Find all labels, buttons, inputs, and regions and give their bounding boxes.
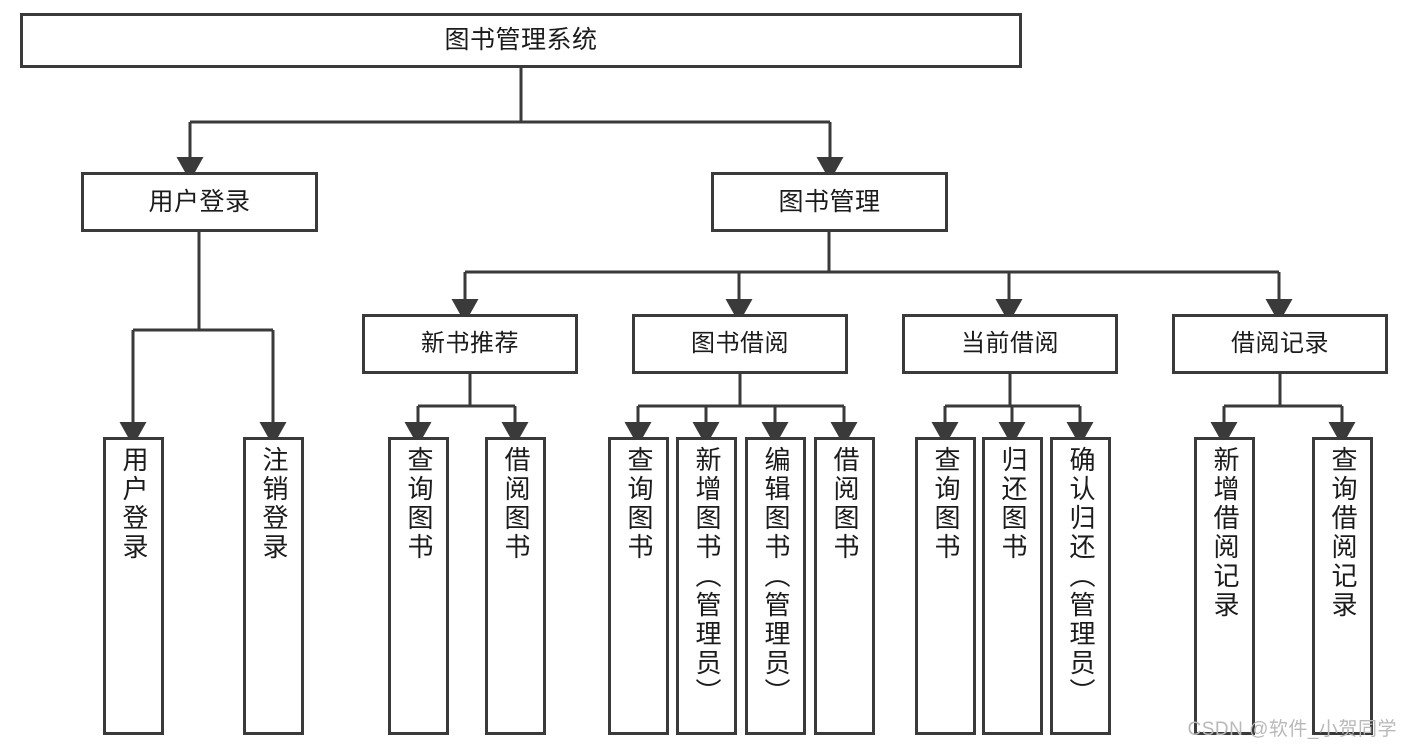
leaf-current-return-book-label: 归还图书 [998,446,1029,562]
leaf-new-book-query-label: 查询图书 [404,446,435,562]
node-borrow-record-label: 借阅记录 [1231,330,1329,358]
leaf-new-book-query[interactable]: 查询图书 [388,437,449,735]
leaf-borrow-edit-book[interactable]: 编辑图书（管理员） [745,437,806,735]
leaf-current-return-book[interactable]: 归还图书 [982,437,1043,735]
leaf-new-book-borrow[interactable]: 借阅图书 [485,437,546,735]
leaf-record-query-label: 查询借阅记录 [1328,446,1359,620]
leaf-borrow-borrow-book-label: 借阅图书 [830,446,861,562]
node-root-system[interactable]: 图书管理系统 [20,13,1022,68]
node-book-borrow[interactable]: 图书借阅 [632,314,848,374]
node-current-borrow[interactable]: 当前借阅 [902,314,1118,374]
node-book-borrow-label: 图书借阅 [691,330,789,358]
leaf-borrow-query-book[interactable]: 查询图书 [608,437,669,735]
leaf-current-query-book-label: 查询图书 [931,446,962,562]
node-borrow-record[interactable]: 借阅记录 [1172,314,1388,374]
leaf-current-confirm-return[interactable]: 确认归还（管理员） [1050,437,1111,735]
leaf-current-confirm-return-label: 确认归还（管理员） [1066,446,1097,707]
leaf-borrow-edit-book-label: 编辑图书（管理员） [761,446,792,707]
leaf-current-query-book[interactable]: 查询图书 [915,437,976,735]
leaf-user-login-logout-label: 注销登录 [259,446,290,562]
leaf-borrow-query-book-label: 查询图书 [624,446,655,562]
node-current-borrow-label: 当前借阅 [961,330,1059,358]
leaf-new-book-borrow-label: 借阅图书 [501,446,532,562]
leaf-record-add[interactable]: 新增借阅记录 [1194,437,1255,735]
node-user-login[interactable]: 用户登录 [81,172,318,232]
leaf-user-login-login[interactable]: 用户登录 [103,437,164,735]
leaf-record-add-label: 新增借阅记录 [1210,446,1241,620]
node-new-book-recommend-label: 新书推荐 [421,330,519,358]
leaf-record-query[interactable]: 查询借阅记录 [1312,437,1373,735]
leaf-user-login-login-label: 用户登录 [119,446,150,562]
leaf-borrow-add-book[interactable]: 新增图书（管理员） [676,437,737,735]
node-user-login-label: 用户登录 [148,187,251,216]
node-new-book-recommend[interactable]: 新书推荐 [362,314,578,374]
leaf-borrow-add-book-label: 新增图书（管理员） [692,446,723,707]
leaf-user-login-logout[interactable]: 注销登录 [243,437,304,735]
node-book-management-label: 图书管理 [778,187,881,216]
leaf-borrow-borrow-book[interactable]: 借阅图书 [814,437,875,735]
node-root-system-label: 图书管理系统 [444,26,598,55]
node-book-management[interactable]: 图书管理 [711,172,948,232]
